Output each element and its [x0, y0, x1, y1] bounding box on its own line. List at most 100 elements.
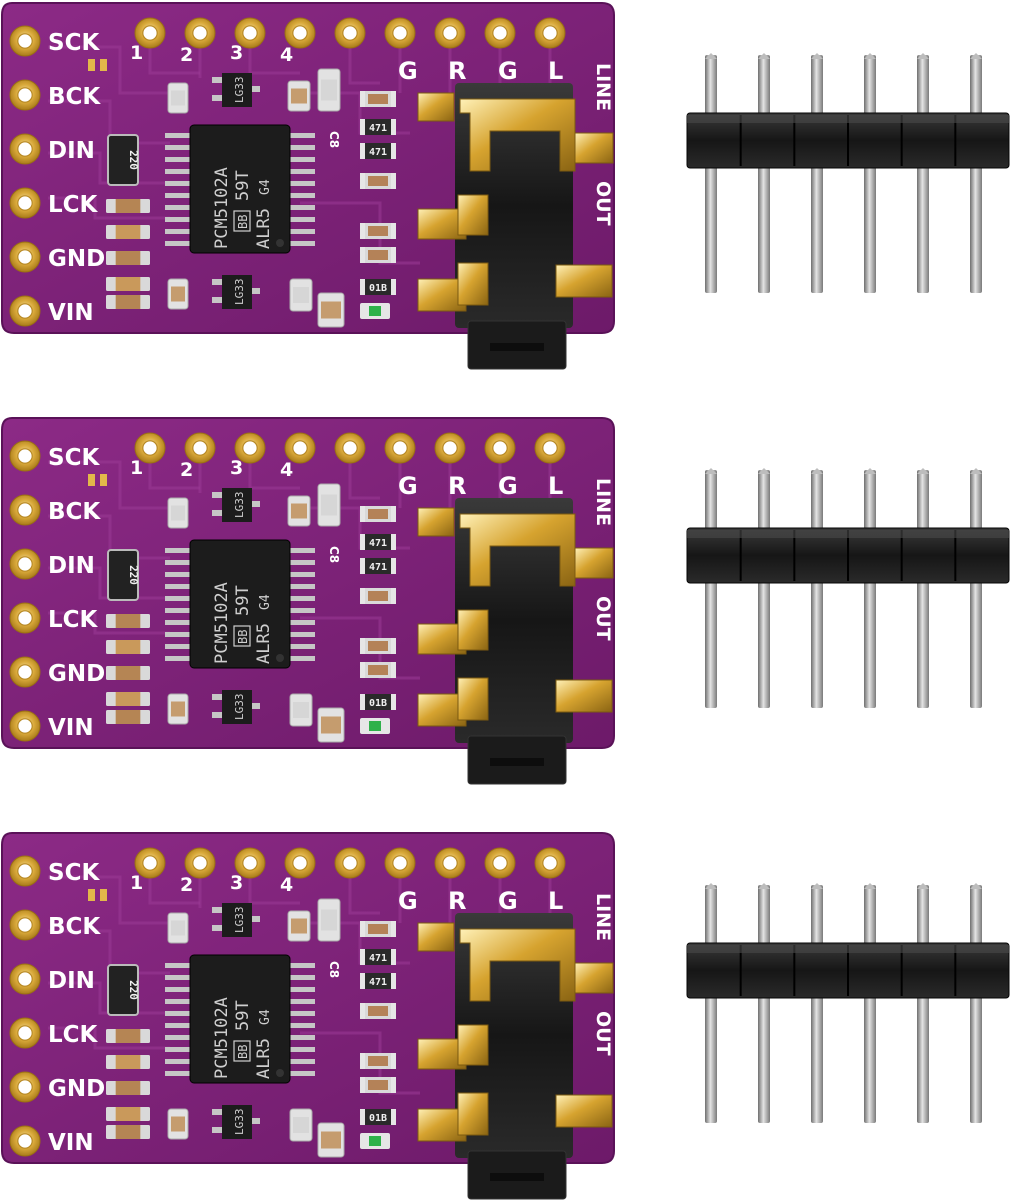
header-pin-tip-5 [917, 883, 929, 889]
header-highlight [687, 115, 1009, 123]
chip-pin-r-6 [285, 205, 315, 210]
chip-pin-r-9 [285, 241, 315, 246]
pin-label-bck: BCK [48, 499, 101, 525]
header-pin-2 [758, 55, 770, 293]
top-pad-4-hole [292, 25, 308, 41]
chip-logo: BB [236, 215, 250, 229]
ceramic-cap-body-1 [291, 88, 307, 104]
regulator-label: LG33 [233, 907, 246, 934]
top-pad-5-hole [342, 855, 358, 871]
chip-marking-3b: G4 [258, 594, 273, 610]
chip-pin-l-7 [165, 632, 195, 637]
left-cap-0-body [115, 199, 141, 213]
header-pin-6 [970, 55, 982, 293]
chip-pin-r-3 [285, 584, 315, 589]
reg-body [222, 1105, 252, 1139]
right-part-end-b-5 [391, 247, 396, 263]
right-part-end-b-4 [391, 1053, 396, 1069]
right-part-end-a-0 [360, 921, 365, 937]
chip-pin-r-4 [285, 596, 315, 601]
pin-header-1 [686, 53, 1010, 293]
header-pin-tip-6 [970, 53, 982, 59]
right-part-1 [360, 949, 396, 965]
right-part-body-4 [368, 641, 388, 651]
header-pin-5 [917, 55, 929, 293]
jack-tab-7 [457, 1092, 489, 1136]
audio-jack [417, 498, 614, 785]
right-part-end-b-4 [391, 223, 396, 239]
pad-vin-hole [17, 1133, 33, 1149]
reg-lead-a [212, 694, 222, 700]
reg-lead-b [212, 297, 222, 303]
right-part-end-a-6 [360, 1109, 365, 1125]
header-pin-1 [705, 470, 717, 708]
chip-pin-r-8 [285, 229, 315, 234]
right-part-end-a-2 [360, 143, 365, 159]
right-part-end-b-2 [391, 558, 396, 574]
chip-logo-box [233, 210, 251, 232]
right-part-end-b-1 [391, 949, 396, 965]
top-pad-2-hole [192, 25, 208, 41]
header-pin-tip-2 [758, 53, 770, 59]
left-cap-4-body [115, 710, 141, 724]
jack-tab-5 [555, 1094, 613, 1128]
chip-marking-3: ALR5 [254, 623, 274, 664]
header-pin-2 [758, 885, 770, 1123]
header-pin-tip-2 [758, 883, 770, 889]
pin-number-1: 1 [130, 872, 143, 894]
right-part-end-a-1 [360, 119, 365, 135]
top-pad-1-hole [142, 25, 158, 41]
chip-pin-r-6 [285, 620, 315, 625]
header-pin-5 [917, 885, 929, 1123]
header-highlight [687, 530, 1009, 538]
right-part-end-b-1 [391, 534, 396, 550]
chip-pin-r-4 [285, 181, 315, 186]
pad-vin-hole [17, 303, 33, 319]
out-label: OUT [592, 181, 614, 226]
resistor-marking-2: 471 [369, 977, 387, 988]
chip-pin-l-5 [165, 608, 195, 613]
cap-label: C8 [327, 546, 341, 563]
ceramic-cap-body-3 [171, 1116, 185, 1132]
left-cap-4-body [115, 1125, 141, 1139]
status-led-lens [369, 1136, 381, 1146]
resistor-array-label: 220 [127, 150, 140, 170]
trace-0 [48, 45, 170, 95]
reg-lead-a [212, 492, 222, 498]
right-part-body-5 [368, 250, 388, 260]
test-mark-1 [88, 474, 95, 486]
reg-body [222, 275, 252, 309]
header-pin-tip-1 [705, 468, 717, 474]
pin-label-bck: BCK [48, 914, 101, 940]
header-pin-3 [811, 470, 823, 708]
out-label: OUT [592, 1011, 614, 1056]
trace-9 [348, 448, 380, 500]
ceramic-cap-body-0 [171, 505, 185, 521]
audio-pin-label-3: L [548, 57, 563, 85]
pin-label-sck: SCK [48, 445, 100, 471]
header-pin-3 [811, 55, 823, 293]
reg-lead-b [212, 925, 222, 931]
chip-pin-r-5 [285, 193, 315, 198]
test-mark-2 [100, 59, 107, 71]
chip-pin-r-7 [285, 632, 315, 637]
right-part-body-0 [368, 94, 388, 104]
right-part-2 [360, 143, 396, 159]
chip-pin-r-9 [285, 1071, 315, 1076]
resistor-array-label: 220 [127, 565, 140, 585]
pad-gnd-hole [17, 1079, 33, 1095]
pad-din-hole [17, 141, 33, 157]
chip-pin-l-8 [165, 644, 195, 649]
pin-number-2: 2 [180, 44, 193, 66]
trace-9 [348, 863, 380, 915]
trace-3 [48, 1026, 170, 1050]
chip-marking-1: PCM5102A [212, 997, 232, 1079]
top-pad-6-hole [392, 25, 408, 41]
jack-tab-7 [457, 262, 489, 306]
header-pin-tip-6 [970, 468, 982, 474]
resistor-marking-1: 471 [369, 953, 387, 964]
trace-0 [48, 875, 170, 925]
top-pad-8-hole [492, 25, 508, 41]
resistor-marking-6: 01B [369, 283, 387, 294]
